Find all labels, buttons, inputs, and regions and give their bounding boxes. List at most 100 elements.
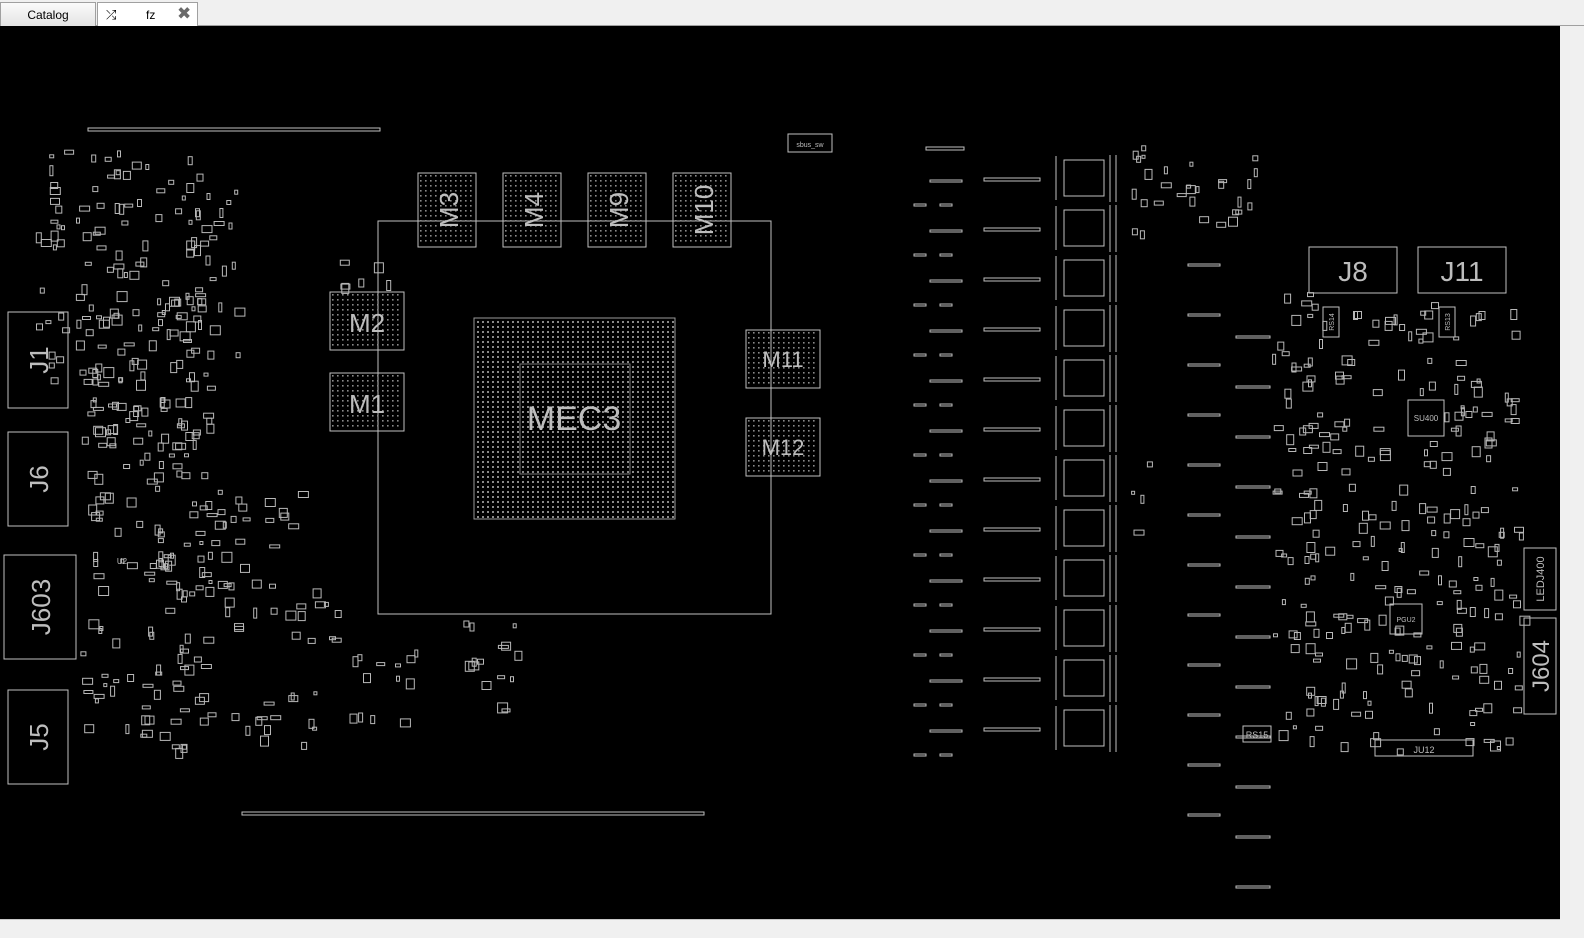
bga-pad xyxy=(512,396,514,398)
bga-pad xyxy=(515,240,517,242)
passive-component xyxy=(1281,351,1290,357)
bga-pad xyxy=(758,450,760,452)
bga-pad xyxy=(392,334,394,336)
bga-pad xyxy=(675,215,677,217)
passive-component xyxy=(1486,431,1495,442)
vertical-scrollbar[interactable] xyxy=(1560,26,1584,937)
bga-pad xyxy=(337,329,339,331)
bga-pad xyxy=(640,175,642,177)
bga-pad xyxy=(622,356,624,358)
shuffle-icon[interactable]: ⤮ xyxy=(106,7,117,22)
passive-component xyxy=(1351,711,1362,717)
bga-pad xyxy=(567,331,569,333)
bga-pad xyxy=(455,195,457,197)
bga-pad xyxy=(387,299,389,301)
bga-pad xyxy=(672,436,674,438)
bga-pad xyxy=(372,329,374,331)
bga-pad xyxy=(332,400,334,402)
bga-pad xyxy=(637,351,639,353)
bga-pad xyxy=(592,491,594,493)
bga-pad xyxy=(517,346,519,348)
passive-component xyxy=(1399,324,1406,331)
bga-pad xyxy=(720,190,722,192)
close-icon[interactable]: ✖ xyxy=(177,4,192,23)
bga-pad xyxy=(517,366,519,368)
bga-pad xyxy=(587,501,589,503)
bga-pad xyxy=(667,326,669,328)
bga-pad xyxy=(372,415,374,417)
passive-component xyxy=(181,744,187,750)
bga-pad xyxy=(602,446,604,448)
bga-pad xyxy=(572,356,574,358)
bga-pad xyxy=(617,331,619,333)
tab-fz[interactable]: ⤮ fz ✖ xyxy=(97,2,198,27)
bga-pad xyxy=(622,361,624,363)
passive-component xyxy=(290,692,295,701)
passive-component xyxy=(1305,643,1316,655)
bga-pad xyxy=(715,230,717,232)
passive-component xyxy=(1310,553,1317,560)
bga-pad xyxy=(617,446,619,448)
bga-pad xyxy=(537,341,539,343)
bga-pad xyxy=(622,341,624,343)
passive-component xyxy=(1496,746,1501,750)
vrm-inductor xyxy=(983,727,1041,732)
passive-component xyxy=(186,248,195,258)
board-viewer-canvas[interactable]: MEC3 M3 M4 M9 M10 M2 M1 M11 M12 J1 J6 J6… xyxy=(0,26,1560,919)
passive-component xyxy=(188,219,193,225)
bga-pad xyxy=(557,391,559,393)
bga-pad xyxy=(662,436,664,438)
bga-pad xyxy=(635,235,637,237)
passive-component xyxy=(115,170,121,176)
bga-pad xyxy=(377,309,379,311)
passive-component xyxy=(91,154,97,163)
bga-pad xyxy=(507,436,509,438)
passive-component xyxy=(119,203,125,215)
bga-pad xyxy=(515,190,517,192)
vrm-cap xyxy=(939,753,953,757)
bga-pad xyxy=(758,382,760,384)
bga-pad xyxy=(672,351,674,353)
bga-pad xyxy=(445,235,447,237)
passive-component xyxy=(115,250,123,261)
passive-component xyxy=(1315,652,1323,657)
bga-pad xyxy=(497,491,499,493)
bga-pad xyxy=(347,314,349,316)
bga-pad xyxy=(607,321,609,323)
bga-pad xyxy=(685,185,687,187)
passive-component xyxy=(226,200,232,205)
bga-pad xyxy=(778,440,780,442)
vrm-cap xyxy=(1187,363,1221,367)
passive-component xyxy=(1429,441,1438,447)
passive-component xyxy=(1288,448,1297,452)
bga-pad xyxy=(532,411,534,413)
bga-pad xyxy=(522,451,524,453)
bga-pad xyxy=(725,220,727,222)
bga-pad xyxy=(482,356,484,358)
bga-pad xyxy=(657,466,659,468)
bga-pad xyxy=(675,205,677,207)
bga-pad xyxy=(748,337,750,339)
passive-component xyxy=(1420,310,1427,316)
bga-pad xyxy=(557,416,559,418)
bga-pad xyxy=(557,496,559,498)
bga-pad xyxy=(612,406,614,408)
bga-pad xyxy=(672,466,674,468)
bga-pad xyxy=(763,382,765,384)
bga-pad xyxy=(532,436,534,438)
passive-component xyxy=(205,255,211,266)
bga-pad xyxy=(562,491,564,493)
bga-pad xyxy=(532,381,534,383)
bga-pad xyxy=(587,396,589,398)
bga-pad xyxy=(527,401,529,403)
passive-component xyxy=(297,491,309,498)
bga-pad xyxy=(512,416,514,418)
bga-pad xyxy=(667,341,669,343)
bga-pad xyxy=(502,361,504,363)
tab-catalog[interactable]: Catalog xyxy=(0,2,96,26)
bga-pad xyxy=(502,321,504,323)
bga-pad xyxy=(627,491,629,493)
bga-pad xyxy=(347,375,349,377)
passive-component xyxy=(203,372,209,377)
bga-pad xyxy=(420,230,422,232)
